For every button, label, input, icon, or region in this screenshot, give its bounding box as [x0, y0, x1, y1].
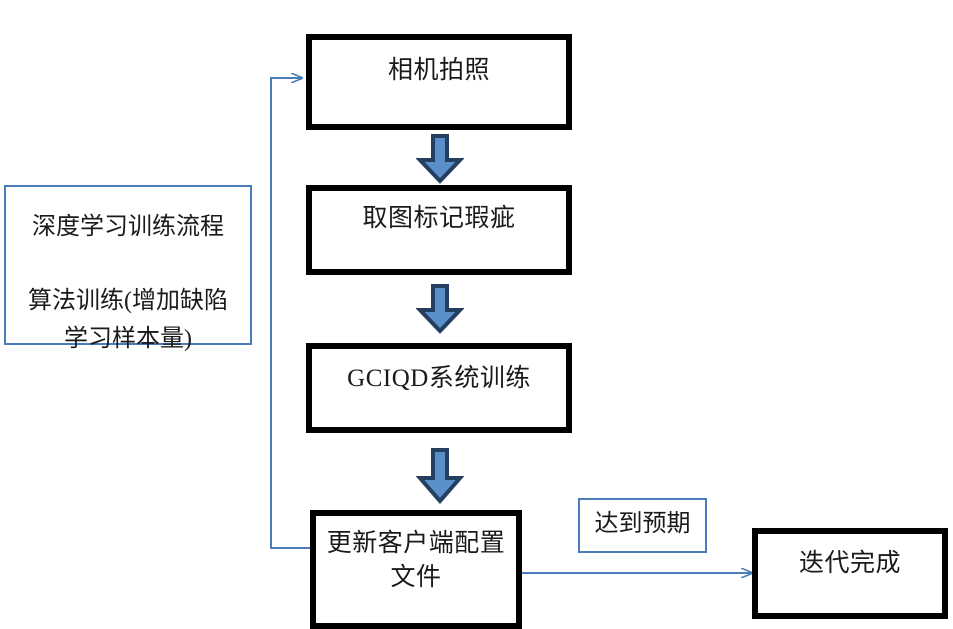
- update-client-config-label: 更新客户端配置 文件: [326, 530, 506, 591]
- feedback-loop-connector: [270, 78, 310, 549]
- down-arrow-training-to-config: [416, 448, 464, 504]
- deep-learning-training-note-text: 深度学习训练流程 算法训练(增加缺陷 学习样本量): [28, 214, 228, 352]
- label-defect-box[interactable]: 取图标记瑕疵: [306, 185, 572, 275]
- gciqd-training-box[interactable]: GCIQD系统训练: [306, 343, 572, 433]
- down-arrow-label-to-training: [416, 284, 464, 334]
- iteration-complete-label: 迭代完成: [798, 550, 901, 577]
- meets-expectation-text: 达到预期: [594, 511, 691, 537]
- camera-capture-label: 相机拍照: [387, 57, 490, 84]
- label-defect-label: 取图标记瑕疵: [362, 205, 516, 232]
- down-arrow-capture-to-label: [416, 134, 464, 184]
- camera-capture-box[interactable]: 相机拍照: [306, 34, 572, 130]
- meets-expectation-label: 达到预期: [578, 498, 707, 553]
- iteration-complete-box[interactable]: 迭代完成: [752, 528, 948, 619]
- update-client-config-box[interactable]: 更新客户端配置 文件: [310, 510, 522, 629]
- deep-learning-training-note: 深度学习训练流程 算法训练(增加缺陷 学习样本量): [4, 185, 252, 352]
- gciqd-training-label: GCIQD系统训练: [347, 365, 531, 392]
